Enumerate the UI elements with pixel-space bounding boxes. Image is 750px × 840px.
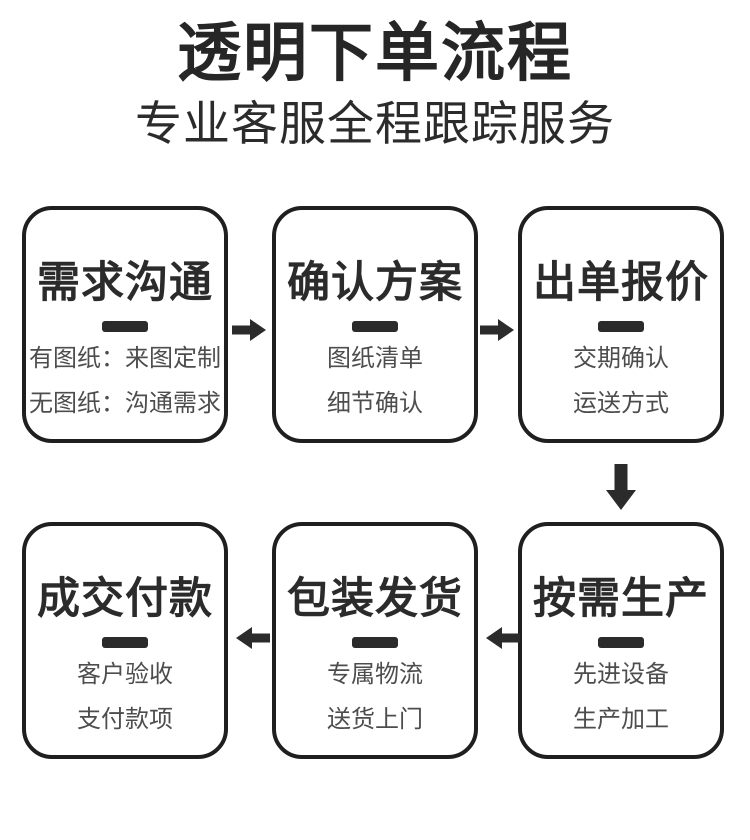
step-deal-payment: 成交付款 客户验收 支付款项 <box>22 522 228 759</box>
step-title: 确认方案 <box>287 259 463 307</box>
dash-divider <box>598 321 644 332</box>
step-detail-line: 客户验收 <box>77 661 173 688</box>
dash-divider <box>598 637 644 648</box>
step-detail-line: 有图纸：来图定制 <box>29 345 221 372</box>
step-detail-line: 先进设备 <box>573 661 669 688</box>
arrow-left-icon <box>486 627 520 649</box>
arrow-right-icon <box>480 319 514 341</box>
dash-divider <box>102 637 148 648</box>
step-details: 先进设备 生产加工 <box>522 652 720 742</box>
arrow-right-icon <box>232 319 266 341</box>
step-title: 按需生产 <box>533 575 709 623</box>
step-detail-line: 生产加工 <box>573 706 669 733</box>
step-order-quote: 出单报价 交期确认 运送方式 <box>518 206 724 443</box>
step-title: 包装发货 <box>287 575 463 623</box>
step-details: 有图纸：来图定制 无图纸：沟通需求 <box>26 336 224 426</box>
step-title: 需求沟通 <box>37 259 213 307</box>
step-on-demand-production: 按需生产 先进设备 生产加工 <box>518 522 724 759</box>
step-detail-line: 图纸清单 <box>327 345 423 372</box>
step-detail-line: 运送方式 <box>573 390 669 417</box>
page-subtitle: 专业客服全程跟踪服务 <box>135 97 615 150</box>
step-details: 图纸清单 细节确认 <box>276 336 474 426</box>
step-packing-shipping: 包装发货 专属物流 送货上门 <box>272 522 478 759</box>
arrow-down-icon <box>606 464 636 510</box>
step-detail-line: 送货上门 <box>327 706 423 733</box>
step-details: 客户验收 支付款项 <box>26 652 224 742</box>
poster-header: 透明下单流程 专业客服全程跟踪服务 <box>0 16 750 152</box>
dash-divider <box>352 637 398 648</box>
step-detail-line: 专属物流 <box>327 661 423 688</box>
dash-divider <box>102 321 148 332</box>
step-detail-line: 无图纸：沟通需求 <box>29 390 221 417</box>
dash-divider <box>352 321 398 332</box>
step-title: 出单报价 <box>533 259 709 307</box>
arrow-left-icon <box>236 627 270 649</box>
step-detail-line: 支付款项 <box>77 706 173 733</box>
step-detail-line: 交期确认 <box>573 345 669 372</box>
page-title: 透明下单流程 <box>177 17 573 89</box>
step-details: 专属物流 送货上门 <box>276 652 474 742</box>
step-detail-line: 细节确认 <box>327 390 423 417</box>
step-demand-communication: 需求沟通 有图纸：来图定制 无图纸：沟通需求 <box>22 206 228 443</box>
step-details: 交期确认 运送方式 <box>522 336 720 426</box>
step-title: 成交付款 <box>37 575 213 623</box>
step-confirm-plan: 确认方案 图纸清单 细节确认 <box>272 206 478 443</box>
